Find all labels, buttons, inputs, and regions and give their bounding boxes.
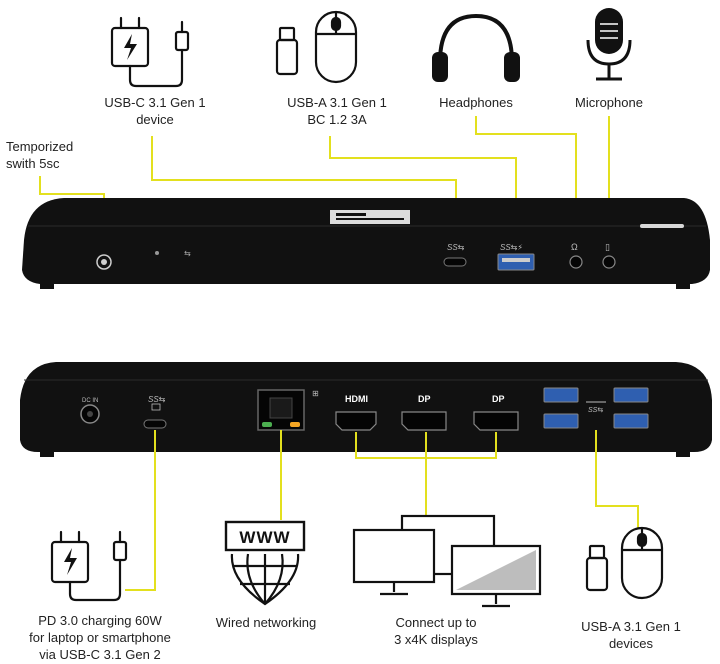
label-wired: Wired networking — [196, 614, 336, 631]
dp1-port[interactable] — [401, 411, 447, 431]
label-line: 3 x4K displays — [394, 632, 478, 647]
headphones-icon — [432, 13, 520, 82]
headphone-jack[interactable] — [569, 255, 583, 269]
ethernet-led-orange — [290, 422, 300, 427]
label-line: USB-C 3.1 Gen 1 — [104, 95, 206, 110]
usb-stick-icon-bottom — [585, 544, 609, 592]
usba-port-rear-2[interactable] — [613, 387, 649, 403]
ethernet-led-green — [262, 422, 272, 427]
monitors-icon — [352, 514, 542, 608]
mic-jack[interactable] — [602, 255, 616, 269]
label-switch: Temporized swith 5sc — [6, 138, 116, 172]
usba-port-rear-4[interactable] — [613, 413, 649, 429]
label-line: PD 3.0 charging 60W — [38, 613, 162, 628]
pd-charger-icon — [50, 530, 128, 602]
usb-indicator-icon: ⇆ — [184, 249, 191, 258]
label-usbc-device: USB-C 3.1 Gen 1 device — [80, 94, 230, 128]
globe-www-icon: WWW — [224, 520, 306, 606]
label-usba-bc: USB-A 3.1 Gen 1 BC 1.2 3A — [262, 94, 412, 128]
usbc-pd-port[interactable] — [143, 419, 167, 429]
label-headphones: Headphones — [416, 94, 536, 111]
network-logo: ⊞ — [312, 389, 319, 398]
dock-front-body: ⇆ SS⇆ SS⇆⚡ Ω ▯ — [22, 198, 710, 289]
label-line: Headphones — [439, 95, 513, 110]
power-button[interactable] — [96, 254, 112, 270]
usb-stick-icon — [275, 26, 299, 76]
dock-rear-body: DC IN SS⇆ ⊞ HDMI DP DP SS⇆ — [20, 362, 712, 457]
label-line: Temporized — [6, 139, 74, 154]
label-line: swith 5sc — [6, 156, 60, 171]
headphone-jack-logo: Ω — [571, 242, 578, 252]
usbc-pd-ss-logo: SS⇆ — [148, 395, 166, 404]
mouse-icon — [314, 10, 358, 84]
usba-port-rear-1[interactable] — [543, 387, 579, 403]
label-line: Connect up to — [395, 615, 477, 630]
label-line: USB-A 3.1 Gen 1 — [581, 619, 681, 634]
usba-ss-logo: SS⇆⚡ — [500, 243, 523, 252]
usbc-port-front[interactable] — [443, 257, 467, 267]
bottom-connector-lines — [125, 430, 639, 591]
mic-jack-logo: ▯ — [605, 242, 610, 252]
label-line: Wired networking — [215, 615, 317, 630]
label-line: device — [136, 112, 174, 127]
usbc-ss-logo: SS⇆ — [447, 243, 465, 252]
label-line: Microphone — [575, 95, 643, 110]
mouse-icon-bottom — [620, 526, 664, 600]
microphone-icon — [586, 8, 632, 81]
label-displays: Connect up to 3 x4K displays — [366, 614, 506, 648]
usba-port-rear-3[interactable] — [543, 413, 579, 429]
label-line: via USB-C 3.1 Gen 2 — [39, 647, 161, 662]
dp1-label: DP — [418, 394, 431, 404]
label-line: devices — [608, 636, 654, 651]
hdmi-port[interactable] — [335, 411, 377, 431]
www-text: WWW — [239, 528, 290, 547]
label-pd-charging: PD 3.0 charging 60W for laptop or smartp… — [0, 612, 200, 663]
dp2-port[interactable] — [473, 411, 519, 431]
label-line: USB-A 3.1 Gen 1 — [287, 95, 387, 110]
label-line: BC 1.2 3A — [307, 112, 367, 127]
dp2-label: DP — [492, 394, 505, 404]
status-led — [155, 251, 159, 255]
label-line: for laptop or smartphone — [29, 630, 171, 645]
usba-rear-ss-logo: SS⇆ — [588, 407, 603, 414]
hdmi-label: HDMI — [345, 394, 368, 404]
label-usba-devices: USB-A 3.1 Gen 1 devices — [556, 618, 706, 652]
label-microphone: Microphone — [554, 94, 664, 111]
charger-icon — [110, 16, 190, 88]
dc-in-logo: DC IN — [82, 398, 98, 404]
